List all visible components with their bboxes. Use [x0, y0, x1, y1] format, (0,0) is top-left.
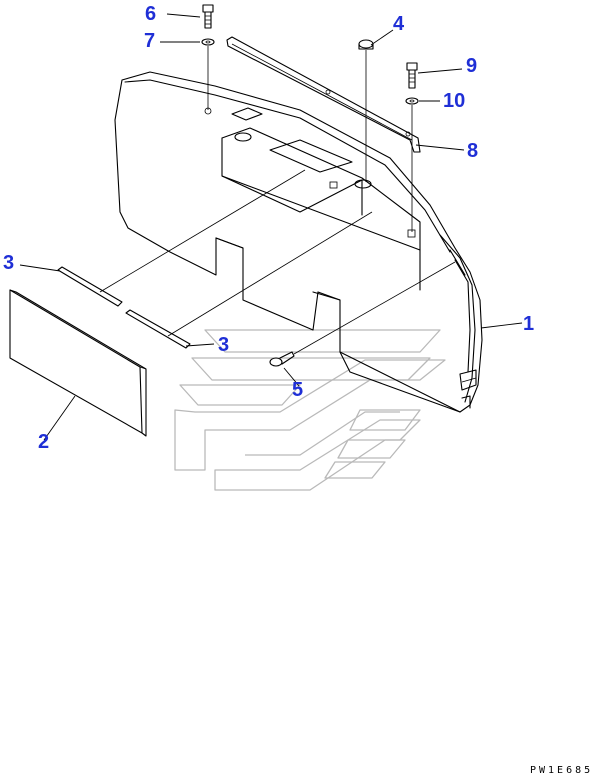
- callout-9: 9: [466, 55, 477, 77]
- clip-5: [269, 351, 295, 367]
- bolt-6: [202, 4, 214, 29]
- bracket-strip: [226, 36, 421, 153]
- main-cover: [114, 71, 483, 413]
- assembly-line-3b: [167, 211, 373, 337]
- bolt-9: [406, 62, 418, 89]
- callout-10: 10: [443, 90, 465, 112]
- callout-3-upper: 3: [3, 252, 14, 274]
- callout-4: 4: [393, 13, 405, 35]
- leader-lines: [19, 13, 523, 441]
- callout-5: 5: [292, 379, 303, 401]
- pad-2: [9, 289, 147, 437]
- assembly-line-5: [293, 261, 456, 355]
- grommet-4: [358, 39, 374, 50]
- strip-3-upper: [57, 266, 123, 307]
- watermark-logo: [174, 329, 446, 491]
- callout-7: 7: [144, 30, 155, 52]
- assembly-line-3a: [99, 169, 306, 293]
- washer-10: [405, 97, 419, 105]
- callout-2: 2: [38, 431, 49, 453]
- callout-labels: 1 2 3 3 4 5 6 7 8 9 10: [3, 3, 534, 453]
- drawing-code: PW1E685: [530, 765, 593, 776]
- strip-3-lower: [125, 309, 191, 349]
- callout-8: 8: [467, 140, 478, 162]
- callout-3-lower: 3: [218, 334, 229, 356]
- washer-7: [201, 38, 215, 46]
- callout-6: 6: [145, 3, 156, 25]
- callout-1: 1: [523, 313, 534, 335]
